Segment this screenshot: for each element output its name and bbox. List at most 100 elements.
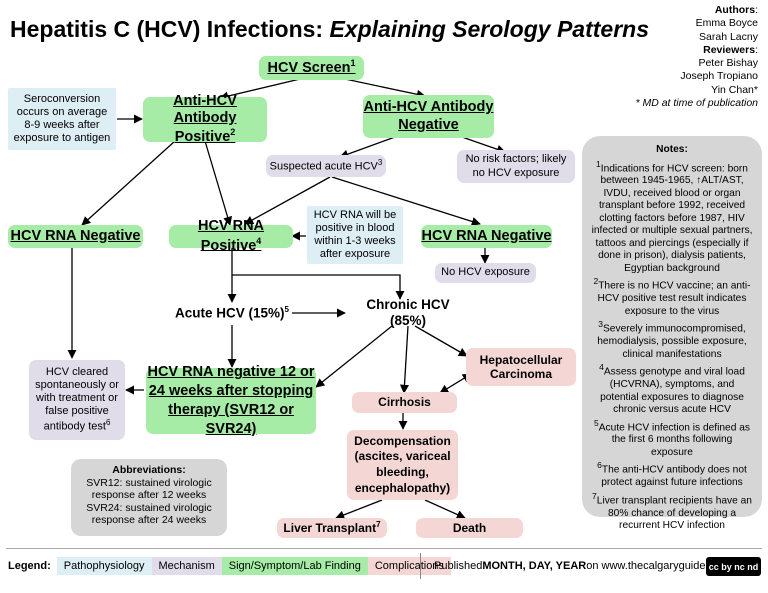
legend-item-mechanism: Mechanism xyxy=(151,557,222,575)
node-hcv-cleared: HCV cleared spontaneously or with treatm… xyxy=(29,360,125,440)
footnote-ref: 2 xyxy=(230,127,236,138)
note-number: 4 xyxy=(599,362,604,373)
author-name: Emma Boyce xyxy=(695,17,758,30)
note-number: 5 xyxy=(594,417,599,428)
footer-divider xyxy=(6,548,762,549)
authors-footnote: * MD at time of publication xyxy=(635,97,758,110)
legend-item-pathophysiology: Pathophysiology xyxy=(56,557,152,575)
arrow-neg-to-suspected xyxy=(339,136,396,159)
node-seroconversion-label: Seroconversion occurs on average 8-9 wee… xyxy=(13,92,111,145)
node-death-label: Death xyxy=(452,520,487,535)
node-hepatocellular-carcinoma: Hepatocellular Carcinoma xyxy=(466,348,576,386)
abbreviation-item: SVR12: sustained virologic response afte… xyxy=(86,476,212,502)
legend: Legend: Pathophysiology Mechanism Sign/S… xyxy=(8,556,451,576)
node-anti-hcv-negative-label: Anti-HCV Antibody Negative xyxy=(363,99,494,133)
node-chronic-hcv-label: Chronic HCV (85%) xyxy=(366,296,450,328)
page-title: Hepatitis C (HCV) Infections: Explaining… xyxy=(10,16,649,43)
node-anti-hcv-negative: Anti-HCV Antibody Negative xyxy=(363,95,494,138)
arrow-screen-to-neg xyxy=(344,78,426,99)
arrow-chronic-to-svr xyxy=(315,325,393,388)
node-decompensation: Decompensation (ascites, variceal bleedi… xyxy=(347,430,458,500)
footnote-ref: 1 xyxy=(350,58,356,69)
node-acute-hcv-label: Acute HCV (15%) xyxy=(175,305,285,321)
node-rna-negative-right-label: HCV RNA Negative xyxy=(421,227,552,244)
arrow-rnapos-to-chronic xyxy=(231,248,405,300)
note-number: 1 xyxy=(596,158,601,169)
footnote-ref: 4 xyxy=(256,235,262,246)
note-item: 3Severely immunocompromised, hemodialysi… xyxy=(590,318,754,361)
node-acute-hcv: Acute HCV (15%)5 xyxy=(172,302,292,324)
published-line: Published MONTH, DAY, YEAR on www.thecal… xyxy=(434,556,729,576)
reviewer-name: Peter Bishay xyxy=(698,57,758,70)
title-subtitle: Explaining Serology Patterns xyxy=(329,16,649,42)
notes-panel: Notes: 1Indications for HCV screen: born… xyxy=(582,136,762,531)
note-text: Assess genotype and viral load (HCVRNA),… xyxy=(600,366,745,416)
node-hcv-screen: HCV Screen1 xyxy=(259,56,364,80)
abbreviations-title: Abbreviations: xyxy=(112,464,186,476)
arrow-neg-to-norisk xyxy=(461,136,506,154)
note-text: Indications for HCV screen: born between… xyxy=(591,162,753,274)
license-label: cc by nc nd xyxy=(708,561,759,572)
node-anti-hcv-positive: Anti-HCV Antibody Positive2 xyxy=(143,93,267,145)
node-rna-positive-label: HCV RNA Positive xyxy=(197,218,265,254)
node-suspected-acute-label: Suspected acute HCV xyxy=(269,160,378,173)
arrow-pos-to-rnaneg xyxy=(81,140,176,226)
note-text: Liver transplant recipients have an 80% … xyxy=(596,495,752,532)
node-decompensation-label: Decompensation (ascites, variceal bleedi… xyxy=(354,433,451,495)
footnote-ref: 6 xyxy=(105,418,111,428)
note-number: 2 xyxy=(593,276,599,287)
legend-item-complications: Complications xyxy=(367,557,451,575)
published-url[interactable]: on www.thecalgaryguide.com xyxy=(586,560,730,572)
node-seroconversion: Seroconversion occurs on average 8-9 wee… xyxy=(8,88,116,150)
footer-separator xyxy=(420,553,421,579)
footnote-ref: 3 xyxy=(377,158,383,168)
arrow-chronic-to-hcc xyxy=(414,325,468,357)
note-item: 2There is no HCV vaccine; an anti-HCV po… xyxy=(590,275,754,318)
arrow-cirrhosis-to-hcc xyxy=(439,373,472,394)
arrow-decomp-to-transplant xyxy=(335,499,383,520)
note-item: 1Indications for HCV screen: born betwee… xyxy=(590,158,754,276)
node-rna-positive: HCV RNA Positive4 xyxy=(169,218,293,253)
note-text: Acute HCV infection is defined as the fi… xyxy=(598,421,750,458)
creative-commons-license-icon[interactable]: cc by nc nd xyxy=(706,557,761,576)
node-rna-negative-right: HCV RNA Negative xyxy=(421,225,552,248)
author-name: Sarah Lacny xyxy=(699,30,758,43)
note-item: 7Liver transplant recipients have an 80%… xyxy=(590,490,754,533)
arrow-chronic-to-cirrhosis xyxy=(399,325,410,394)
arrow-suspected-to-rnapos xyxy=(244,176,331,225)
node-death: Death xyxy=(416,518,523,538)
node-no-exposure: No HCV exposure xyxy=(435,263,536,283)
authors-label: Authors xyxy=(714,4,756,16)
node-rna-will-be-positive: HCV RNA will be positive in blood within… xyxy=(307,206,403,264)
note-item: 4Assess genotype and viral load (HCVRNA)… xyxy=(590,361,754,416)
notes-title: Notes: xyxy=(656,144,688,155)
arrow-pos-to-rnapos xyxy=(204,140,233,226)
footnote-ref: 7 xyxy=(376,520,381,530)
node-hcv-cleared-label: HCV cleared spontaneously or with treatm… xyxy=(35,365,119,434)
note-text: Severely immunocompromised, hemodialysis… xyxy=(597,323,747,360)
reviewer-name: Joseph Tropiano xyxy=(680,70,758,83)
published-date: MONTH, DAY, YEAR xyxy=(482,560,587,572)
node-no-exposure-label: No HCV exposure xyxy=(441,266,530,279)
node-rna-negative-left-label: HCV RNA Negative xyxy=(10,227,141,244)
node-hcc-label: Hepatocellular Carcinoma xyxy=(479,352,563,381)
node-cirrhosis-label: Cirrhosis xyxy=(378,395,431,410)
arrow-screen-to-pos xyxy=(219,78,301,101)
node-liver-transplant: Liver Transplant7 xyxy=(277,518,387,538)
node-svr: HCV RNA negative 12 or 24 weeks after st… xyxy=(146,364,316,437)
reviewer-name: Yin Chan* xyxy=(711,83,758,96)
legend-label: Legend: xyxy=(8,560,51,572)
node-rna-will-be-positive-label: HCV RNA will be positive in blood within… xyxy=(313,208,397,261)
node-hcv-screen-label: HCV Screen xyxy=(267,60,351,77)
node-liver-transplant-label: Liver Transplant xyxy=(283,521,377,536)
node-no-risk-label: No risk factors; likely no HCV exposure xyxy=(465,153,567,179)
note-item: 5Acute HCV infection is defined as the f… xyxy=(590,417,754,460)
footnote-ref: 5 xyxy=(284,304,289,314)
arrow-decomp-to-death xyxy=(424,499,466,519)
node-anti-hcv-positive-label: Anti-HCV Antibody Positive xyxy=(173,92,237,146)
node-suspected-acute: Suspected acute HCV3 xyxy=(266,155,386,177)
note-number: 6 xyxy=(597,460,602,471)
note-item: 6The anti-HCV antibody does not protect … xyxy=(590,459,754,489)
note-number: 7 xyxy=(592,490,597,501)
